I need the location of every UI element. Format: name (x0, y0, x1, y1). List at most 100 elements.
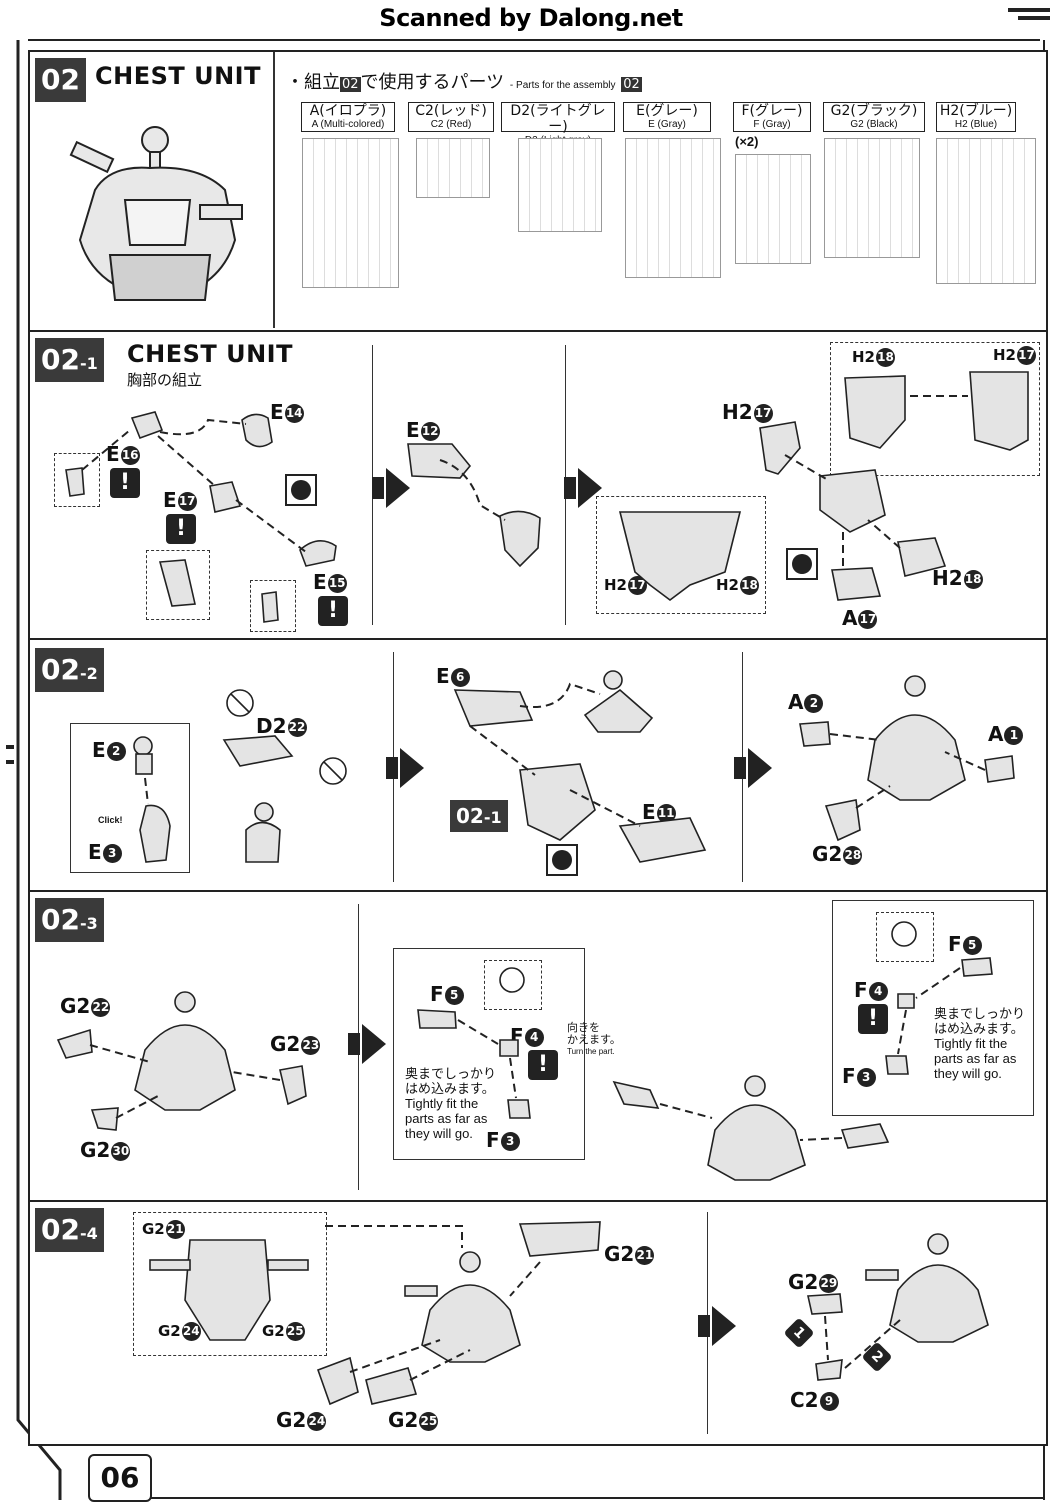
click-label: Click! (98, 815, 123, 825)
step-02-1-tag: 02-1 (35, 338, 104, 382)
parts-header-en: - Parts for the assembly (509, 80, 616, 91)
detail-box-e16 (54, 453, 100, 507)
warning-icon-e17: ! (166, 514, 196, 544)
detail-box-f-parts-left (393, 948, 585, 1160)
rotate-icon-step2 (546, 844, 578, 876)
step-02-4-tag: 02-4 (35, 1208, 104, 1252)
step-02-2-arrow-b (734, 748, 772, 788)
section-title: CHEST UNIT (95, 62, 261, 90)
step-02-2-arrow-a (386, 748, 424, 788)
part-label-c2: C2(レッド)C2 (Red) (408, 102, 494, 132)
warning-icon-f4-left: ! (528, 1050, 558, 1080)
warning-icon-f4-right: ! (858, 1004, 888, 1034)
rotate-icon-step1-b (786, 548, 818, 580)
detail-box-f-parts-right (832, 900, 1034, 1116)
step-02-1-arrow-b (564, 468, 602, 508)
step-02-3-tag: 02-3 (35, 898, 104, 942)
detail-box-h2 (830, 342, 1040, 476)
detail-box-f4-right (876, 912, 934, 962)
detail-box-inset (596, 496, 766, 614)
page-number: 06 (88, 1454, 152, 1502)
fit-note-left: 奥までしっかり はめ込みます。 Tightly fit the parts as… (405, 1066, 497, 1141)
step-02-3-arrow (348, 1024, 386, 1064)
runner-a (302, 138, 399, 288)
parts-header-tag: 02 (340, 77, 361, 92)
parts-header-jp-post: で使用するパーツ (360, 72, 505, 93)
runner-d2 (518, 138, 602, 232)
runner-c2 (416, 138, 490, 198)
section-tag: 02 (35, 58, 86, 102)
part-label-e: E(グレー)E (Gray) (623, 102, 711, 132)
detail-box-rear-view (133, 1212, 327, 1356)
step-02-1-title: CHEST UNIT (127, 340, 293, 368)
watermark: Scanned by Dalong.net (379, 4, 683, 32)
ref-tag-02-1: 02-1 (450, 800, 508, 832)
parts-header-jp-pre: ・組立 (286, 72, 340, 93)
detail-box-e15 (250, 580, 296, 632)
runner-f (735, 154, 811, 264)
runner-e (625, 138, 721, 278)
step-02-4-arrow (698, 1306, 736, 1346)
detail-box-e2-e3 (70, 723, 190, 873)
part-label-h2: H2(ブルー)H2 (Blue) (936, 102, 1016, 132)
part-label-g2: G2(ブラック)G2 (Black) (823, 102, 925, 132)
detail-box-e17 (146, 550, 210, 620)
warning-icon-e15: ! (318, 596, 348, 626)
parts-header-tag-en: 02 (621, 77, 642, 92)
detail-box-f4-left (484, 960, 542, 1010)
step-02-2-tag: 02-2 (35, 648, 104, 692)
section-divider (273, 52, 275, 328)
part-label-f: F(グレー)F (Gray) (733, 102, 811, 132)
step-02-1-subtitle: 胸部の組立 (127, 371, 203, 389)
runner-h2 (936, 138, 1036, 284)
fit-note-right: 奥までしっかり はめ込みます。 Tightly fit the parts as… (934, 1006, 1026, 1081)
warning-icon-e16: ! (110, 468, 140, 498)
runner-g2 (824, 138, 920, 258)
step-02-1-arrow-a (372, 468, 410, 508)
rotate-icon-step1-a (285, 474, 317, 506)
part-f-qty: (×2) (735, 134, 759, 149)
part-label-a: A(イロプラ)A (Multi-colored) (301, 102, 395, 132)
turn-note: 向きを かえます。 Turn the part. (567, 1022, 621, 1056)
